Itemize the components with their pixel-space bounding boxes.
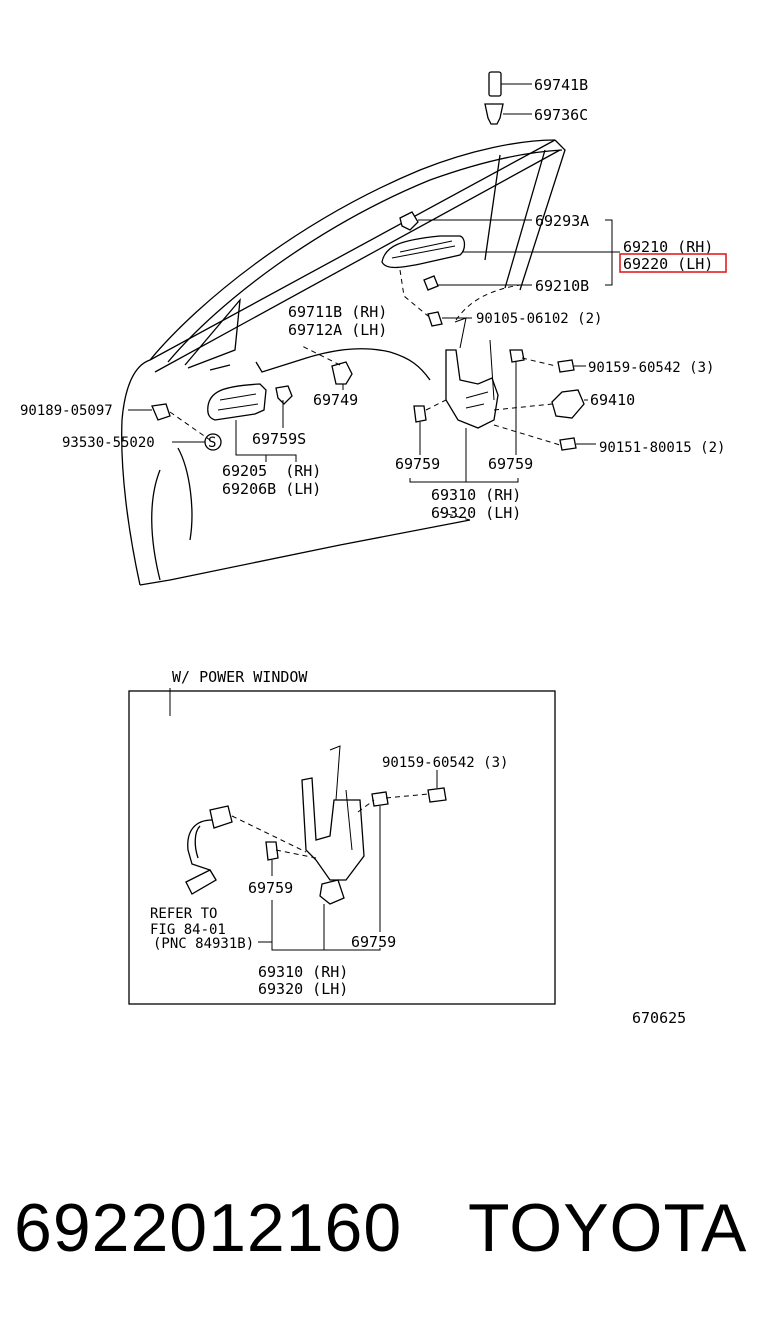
part-69759s	[275, 385, 293, 405]
inset-lock-assembly	[301, 777, 365, 881]
inset-title: W/ POWER WINDOW	[172, 668, 308, 686]
upper-parts: S	[151, 71, 585, 451]
part-90151	[559, 437, 577, 451]
part-69749	[331, 361, 353, 385]
part-69741b	[488, 71, 502, 97]
door-lock-assembly	[445, 349, 499, 429]
label-90159: 90159-60542 (3)	[588, 360, 714, 376]
label-69712a: 69712A (LH)	[288, 321, 387, 339]
figure-number: 670625	[632, 1009, 686, 1027]
label-69320: 69320 (LH)	[431, 504, 521, 522]
label-69410: 69410	[590, 391, 635, 409]
part-69210b	[423, 275, 439, 291]
brand-name: TOYOTA	[468, 1190, 748, 1266]
label-93530: 93530-55020	[62, 435, 155, 451]
inset-refer-line2: FIG 84-01	[150, 922, 226, 938]
inset-power-window: W/ POWER WINDOW 90159-60542 (3) REFER TO…	[128, 668, 556, 1005]
lock-rod	[255, 348, 431, 381]
inside-handle	[207, 383, 267, 421]
label-69210b: 69210B	[535, 277, 589, 295]
inset-refer-line3: (PNC 84931B)	[153, 936, 254, 952]
inset-label-69759-right: 69759	[351, 933, 396, 951]
part-number: 6922012160	[14, 1190, 403, 1266]
upper-labels: 69741B 69736C 69293A 69210 (RH) 69220 (L…	[20, 76, 727, 522]
leader-lines	[128, 83, 620, 521]
label-69220-lh: 69220 (LH)	[623, 255, 713, 273]
part-90105	[427, 311, 443, 327]
label-69741b: 69741B	[534, 76, 588, 94]
inset-harness	[187, 819, 217, 881]
inset-frame	[128, 690, 556, 1005]
label-69206b: 69206B (LH)	[222, 480, 321, 498]
label-69293a: 69293A	[535, 212, 589, 230]
inset-label-69310: 69310 (RH)	[258, 963, 348, 981]
label-90105: 90105-06102 (2)	[476, 311, 602, 327]
label-69711b: 69711B (RH)	[288, 303, 387, 321]
label-69736c: 69736C	[534, 106, 588, 124]
inset-connector	[319, 879, 345, 905]
label-90151: 90151-80015 (2)	[599, 440, 725, 456]
inset-refer-line1: REFER TO	[150, 906, 217, 922]
part-69759-right	[509, 349, 525, 363]
label-69759-left: 69759	[395, 455, 440, 473]
part-69293a	[399, 211, 419, 231]
inset-harness-plug	[185, 869, 217, 895]
inset-label-69320: 69320 (LH)	[258, 980, 348, 998]
inset-part-69759-right	[371, 791, 389, 807]
part-69410	[551, 389, 585, 419]
inset-label-69759-left: 69759	[248, 879, 293, 897]
label-69310: 69310 (RH)	[431, 486, 521, 504]
door-outline	[121, 139, 566, 586]
part-90159	[557, 359, 575, 373]
label-69759-right: 69759	[488, 455, 533, 473]
inset-label-90159: 90159-60542 (3)	[382, 755, 508, 771]
label-90189: 90189-05097	[20, 403, 113, 419]
part-69759-left	[413, 405, 427, 423]
highlight-box	[619, 253, 727, 273]
label-69759s: 69759S	[252, 430, 306, 448]
inset-harness-clip	[209, 805, 233, 829]
inset-part-90159	[427, 787, 447, 803]
svg-text:S: S	[208, 435, 216, 451]
label-69749: 69749	[313, 391, 358, 409]
part-69736c	[484, 103, 504, 125]
label-69205: 69205 (RH)	[222, 462, 321, 480]
inset-part-69759-left	[265, 841, 279, 861]
label-69210-rh: 69210 (RH)	[623, 238, 713, 256]
part-90189	[151, 403, 171, 421]
